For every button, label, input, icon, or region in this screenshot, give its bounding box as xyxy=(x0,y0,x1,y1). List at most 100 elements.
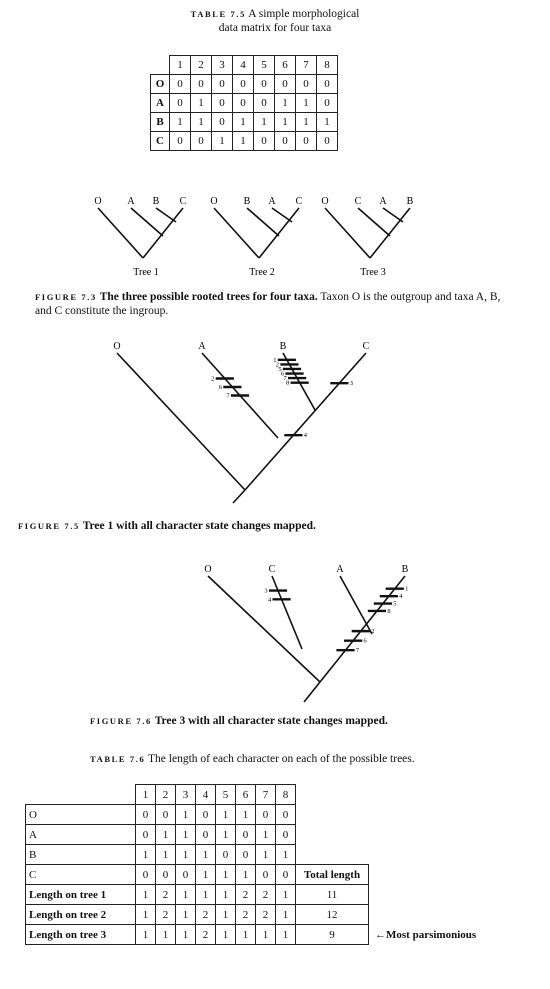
character-change-mark: 8 xyxy=(286,380,309,387)
table-cell: 1 xyxy=(169,112,191,132)
corner-cell xyxy=(26,785,136,805)
table-cell: 0 xyxy=(135,864,156,885)
table-cell: 0 xyxy=(211,112,233,132)
row-label: C xyxy=(25,864,136,885)
tree-branch xyxy=(369,207,411,259)
table-cell: 0 xyxy=(190,131,212,151)
table-cell: 1 xyxy=(295,112,317,132)
tip-label: A xyxy=(198,341,206,352)
tick-label: 6 xyxy=(364,638,368,645)
table-cell: 0 xyxy=(211,93,233,113)
length-cell: 2 xyxy=(195,924,216,945)
tree-branch xyxy=(271,575,303,650)
table-cell: 1 xyxy=(215,824,236,845)
character-change-mark: 2 xyxy=(276,361,299,368)
table-cell: 0 xyxy=(169,74,191,94)
spacer-cell xyxy=(369,845,506,865)
annotation-cell: ←Most parsimonious xyxy=(369,925,506,945)
spacer-cell xyxy=(296,825,369,845)
spacer-cell xyxy=(296,805,369,825)
total-length-cell: 9 xyxy=(295,924,369,945)
length-cell: 2 xyxy=(195,904,216,925)
table-cell: 0 xyxy=(316,74,338,94)
tick-label: 8 xyxy=(286,380,289,387)
tip-label: A xyxy=(127,196,135,207)
row-label: B xyxy=(150,112,170,132)
table-cell: 1 xyxy=(155,824,176,845)
character-change-mark: 3 xyxy=(264,588,288,595)
table-cell: 0 xyxy=(155,804,176,825)
tick-label: 4 xyxy=(399,593,403,600)
table-cell: 0 xyxy=(275,804,296,825)
length-cell: 1 xyxy=(135,884,156,905)
character-change-mark: 1 xyxy=(385,586,408,593)
table-cell: 0 xyxy=(253,93,275,113)
table-cell: 0 xyxy=(255,804,276,825)
column-header: 1 xyxy=(169,55,191,75)
character-change-mark: 2 xyxy=(351,628,374,635)
tick-label: 3 xyxy=(264,588,267,595)
tick-label: 5 xyxy=(278,366,281,373)
tip-label: O xyxy=(321,196,328,207)
tree-branch xyxy=(155,207,177,223)
figure-7-5-caption: FIGURE 7.5 Tree 1 with all character sta… xyxy=(18,519,498,533)
tip-label: O xyxy=(94,196,101,207)
tick-label: 2 xyxy=(276,361,279,368)
table-cell: 0 xyxy=(155,864,176,885)
caption-bold: Tree 3 with all character state changes … xyxy=(154,715,388,727)
tip-label: B xyxy=(244,196,251,207)
spacer-cell xyxy=(369,865,506,885)
column-header: 2 xyxy=(190,55,212,75)
spacer-cell xyxy=(369,805,506,825)
tree-branch xyxy=(246,207,280,237)
column-header: 6 xyxy=(274,55,296,75)
table-cell: 0 xyxy=(275,824,296,845)
table-cell: 0 xyxy=(232,74,254,94)
table-title-line1: A simple morphological xyxy=(248,8,360,20)
character-change-mark: 4 xyxy=(284,432,308,439)
length-cell: 1 xyxy=(135,924,156,945)
tree-branch xyxy=(97,207,144,259)
table-cell: 0 xyxy=(169,131,191,151)
table-cell: 0 xyxy=(235,824,256,845)
table-cell: 0 xyxy=(135,824,156,845)
length-cell: 1 xyxy=(255,924,276,945)
tip-label: O xyxy=(204,564,211,575)
tree-branch xyxy=(130,207,164,237)
table-cell: 1 xyxy=(190,93,212,113)
table-cell: 1 xyxy=(295,93,317,113)
table-cell: 1 xyxy=(235,864,256,885)
table-cell: 1 xyxy=(135,844,156,865)
table-cell: 0 xyxy=(211,74,233,94)
tick-label: 4 xyxy=(268,596,272,603)
length-cell: 2 xyxy=(155,904,176,925)
table-cell: 0 xyxy=(274,131,296,151)
tick-label: 8 xyxy=(387,608,390,615)
table-cell: 1 xyxy=(211,131,233,151)
tree-branch xyxy=(213,207,260,259)
row-label: O xyxy=(150,74,170,94)
length-row-label: Length on tree 2 xyxy=(25,904,136,925)
length-row-label: Length on tree 3 xyxy=(25,924,136,945)
tick-label: 4 xyxy=(304,432,308,439)
column-header: 2 xyxy=(155,784,176,805)
table-cell: 0 xyxy=(235,844,256,865)
tip-label: A xyxy=(379,196,387,207)
tick-label: 5 xyxy=(393,601,396,608)
tick-label: 2 xyxy=(211,376,214,383)
column-header: 1 xyxy=(135,784,156,805)
total-length-cell: 12 xyxy=(295,904,369,925)
table-cell: 1 xyxy=(253,112,275,132)
table-cell: 0 xyxy=(316,131,338,151)
table-cell: 0 xyxy=(195,804,216,825)
tick-label: 2 xyxy=(371,628,374,635)
length-row-label: Length on tree 1 xyxy=(25,884,136,905)
